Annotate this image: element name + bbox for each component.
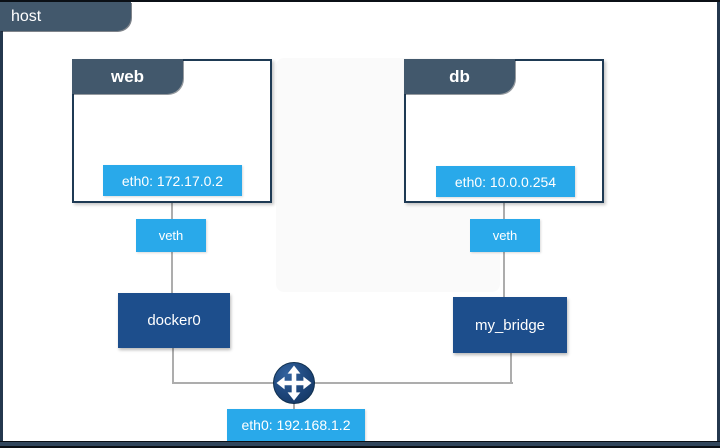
connector-line — [172, 348, 174, 383]
container-web-label: web — [110, 66, 145, 86]
crossed-arrows-router-icon — [273, 362, 315, 404]
host-tab: host — [0, 2, 131, 31]
connector-line — [503, 252, 505, 297]
connector-line — [171, 203, 173, 220]
web-eth0-badge: eth0: 172.17.0.2 — [103, 165, 242, 196]
bridge-my-bridge-label: my_bridge — [474, 316, 546, 334]
host-eth0-label: eth0: 192.168.1.2 — [241, 417, 351, 433]
host-label: host — [11, 7, 42, 25]
bridge-my-bridge: my_bridge — [453, 297, 567, 353]
connector-line — [172, 382, 513, 384]
veth-badge-db: veth — [470, 219, 540, 252]
connector-line — [510, 353, 512, 383]
host-frame-top-edge — [0, 0, 720, 2]
bridge-docker0-label: docker0 — [147, 312, 201, 329]
container-web-tab: web — [72, 59, 183, 94]
veth-badge-web: veth — [136, 219, 206, 252]
veth-web-label: veth — [158, 228, 184, 243]
host-frame-bottom-edge — [0, 441, 720, 448]
host-eth0-badge: eth0: 192.168.1.2 — [227, 409, 365, 441]
container-db-tab: db — [404, 59, 515, 94]
connector-line — [503, 203, 505, 220]
container-db-label: db — [449, 66, 470, 86]
web-eth0-label: eth0: 172.17.0.2 — [121, 172, 224, 189]
host-frame-left-edge — [0, 2, 3, 448]
host-frame-right-edge — [717, 2, 720, 448]
connector-line — [171, 252, 173, 293]
db-eth0-label: eth0: 10.0.0.254 — [454, 173, 557, 190]
bridge-docker0: docker0 — [118, 293, 230, 348]
veth-db-label: veth — [492, 228, 518, 243]
db-eth0-badge: eth0: 10.0.0.254 — [436, 166, 575, 197]
